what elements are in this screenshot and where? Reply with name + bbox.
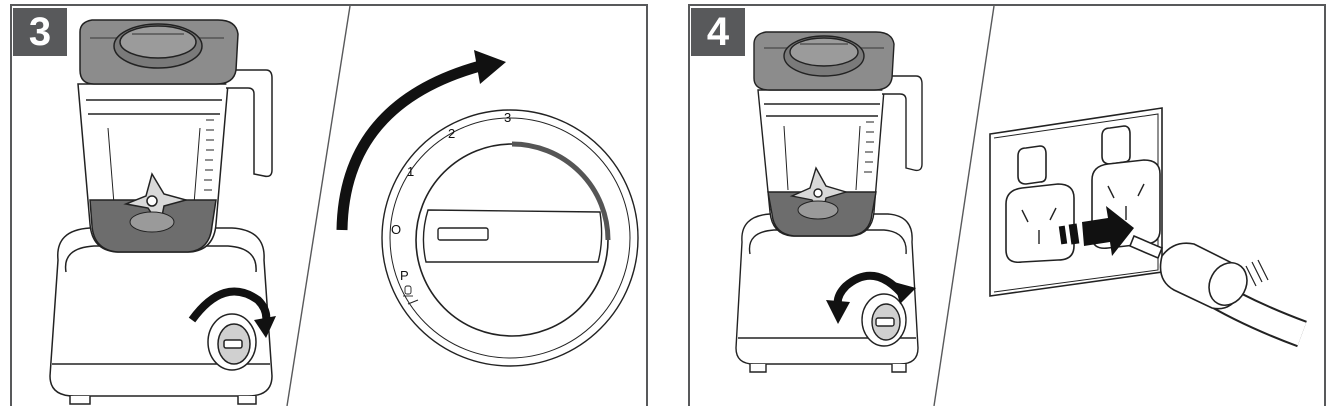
step-3-panel: 3 2 1 O P 3 — [10, 4, 648, 406]
outlet-switch-right — [1101, 125, 1131, 165]
blender-illustration — [49, 19, 273, 405]
panel-frame — [688, 4, 1326, 406]
turn-off-arrow-icon — [833, 271, 906, 307]
jar-handle — [226, 69, 273, 178]
step-3-illustration: 3 2 1 O P — [10, 4, 648, 406]
blender-illustration — [735, 31, 923, 373]
power-plug — [1128, 234, 1307, 348]
dial-label-3: 3 — [504, 110, 511, 125]
dial-knob-bar — [422, 209, 603, 263]
jar-handle — [882, 75, 923, 172]
unplug-arrow-icon — [1058, 206, 1134, 256]
step-3-number: 3 — [13, 8, 67, 56]
step-4-illustration — [688, 4, 1326, 406]
clockwise-arrow-icon — [336, 60, 482, 231]
measurement-marks — [864, 121, 874, 173]
dial-label-pulse: P — [400, 268, 409, 283]
dial-label-off: O — [391, 222, 401, 237]
panel-frame — [10, 4, 648, 406]
panel-divider — [933, 5, 995, 406]
speed-dial-closeup: 3 2 1 O P — [381, 109, 639, 367]
socket-left — [1005, 183, 1075, 264]
dial-label-1: 1 — [407, 164, 414, 179]
measurement-marks — [204, 119, 214, 191]
dial-rim-shadow — [511, 141, 611, 241]
panel-divider — [286, 5, 351, 406]
wall-outlet — [989, 107, 1163, 297]
outlet-switch-left — [1017, 145, 1047, 185]
dial-label-2: 2 — [448, 126, 455, 141]
step-4-number: 4 — [691, 8, 745, 56]
step-4-panel: 4 — [688, 4, 1326, 406]
dial-indicator — [437, 227, 489, 241]
turn-arrow-icon — [188, 287, 271, 323]
pulse-icon — [403, 285, 413, 297]
blender-base — [49, 227, 273, 397]
